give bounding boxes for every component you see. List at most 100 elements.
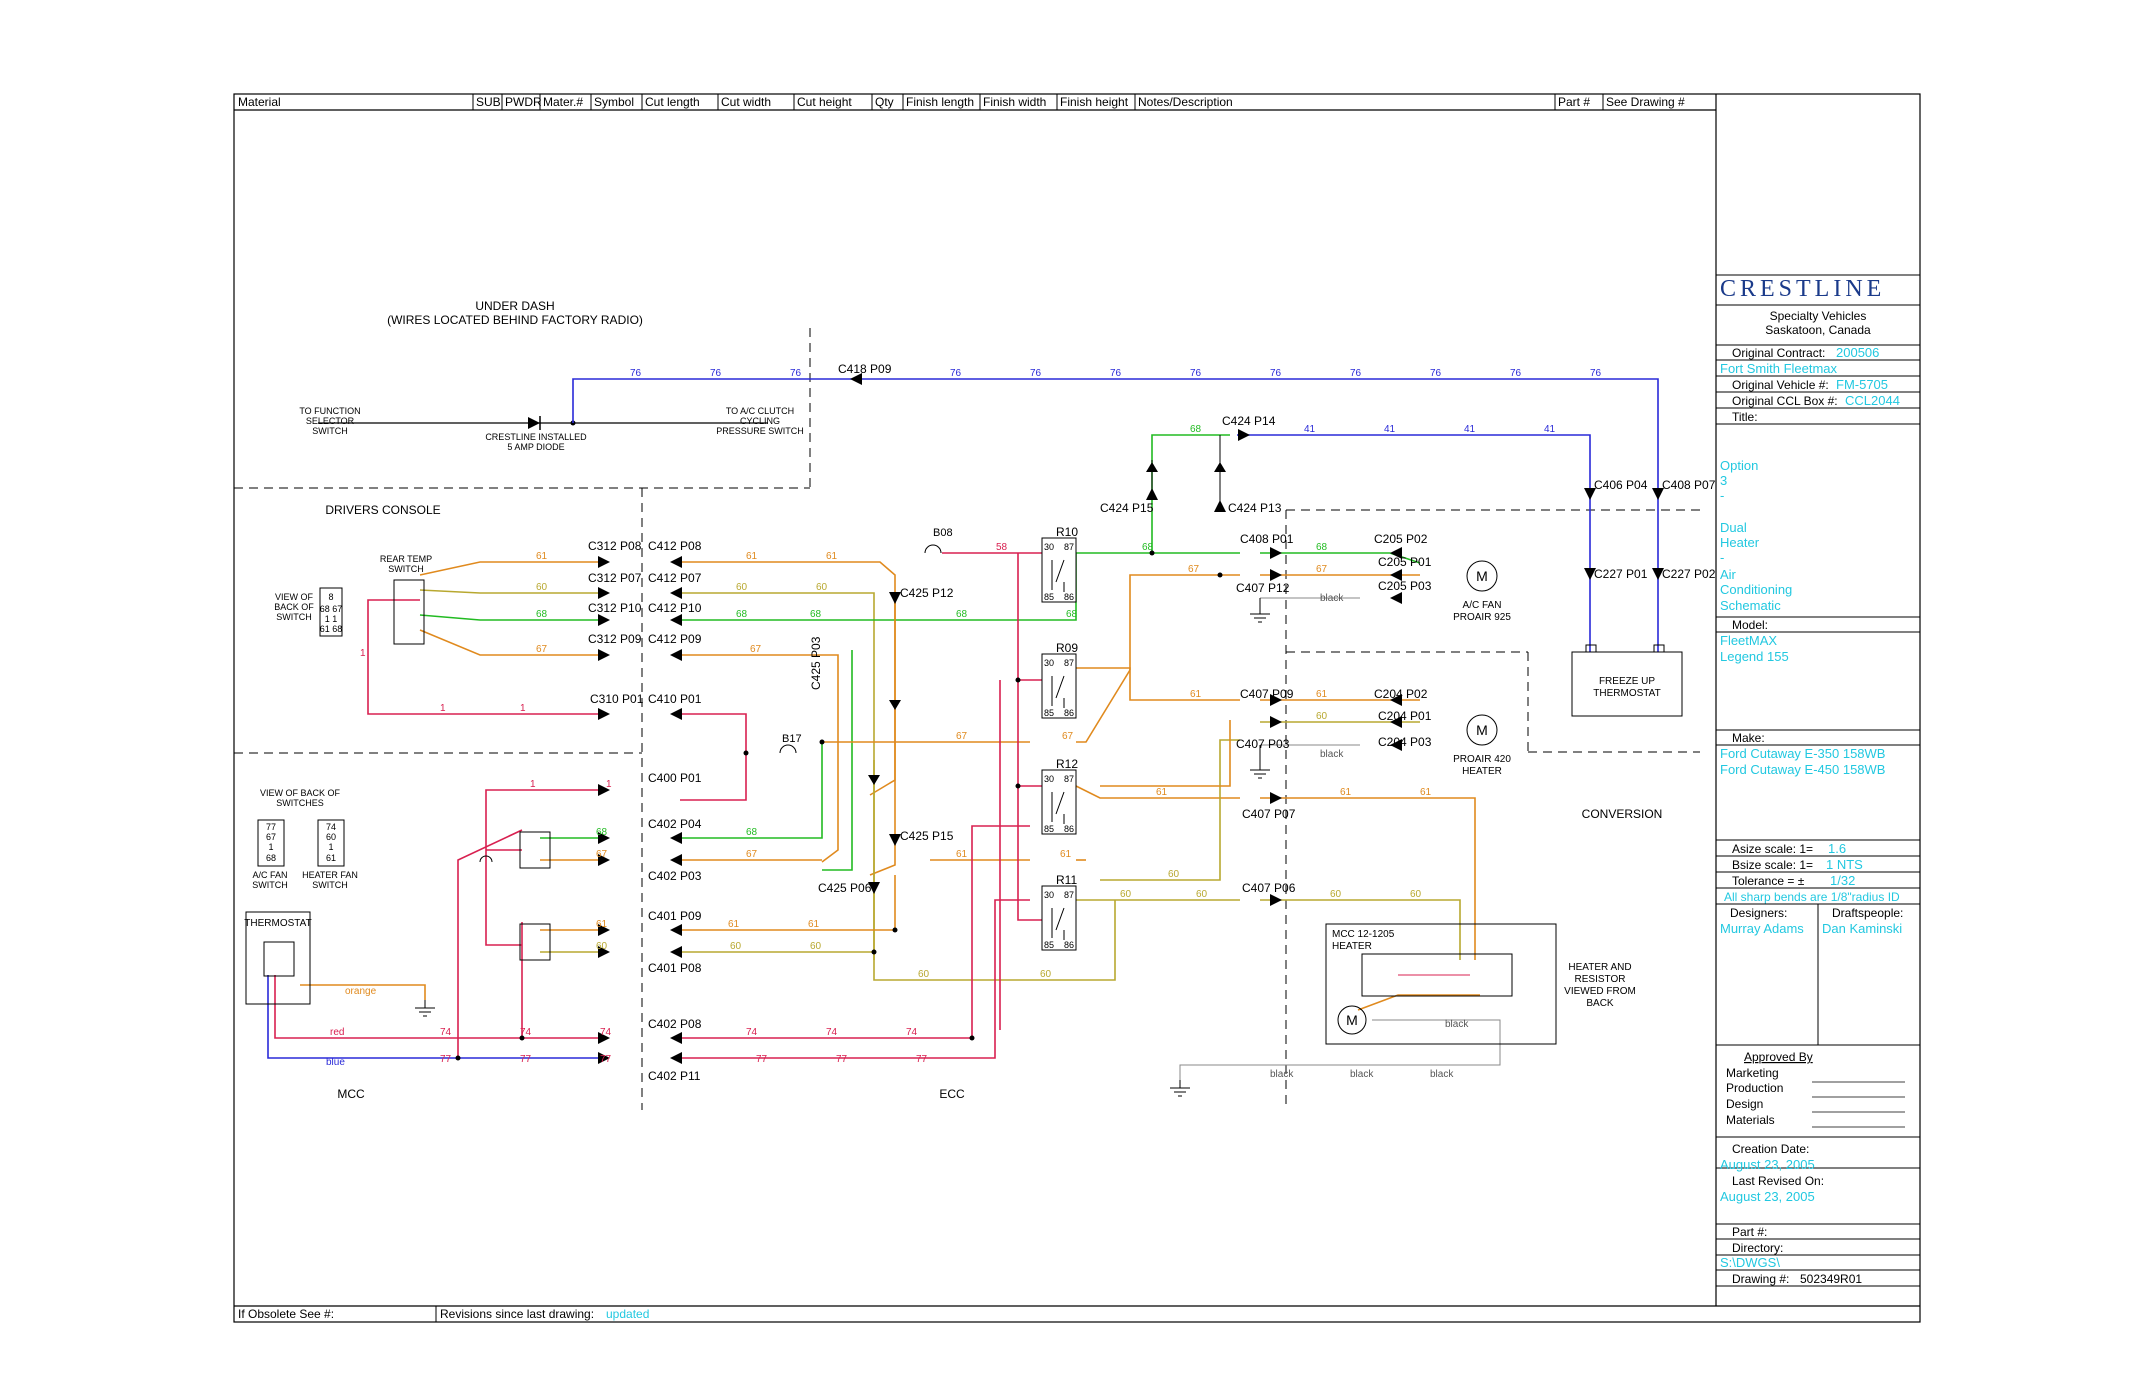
ccl-value: CCL2044 [1845, 393, 1900, 408]
header-cut-width: Cut width [721, 95, 771, 109]
wire-number: 68 [596, 827, 608, 838]
connector-label: C204 P02 [1374, 687, 1428, 701]
wire-number: 67 [1188, 564, 1200, 575]
wire-68-c425 [822, 650, 853, 871]
directory-label: Directory: [1732, 1241, 1783, 1255]
title-line: Schematic [1720, 598, 1781, 613]
pin-label: 74 [326, 822, 336, 832]
relay-pin: 30 [1044, 658, 1054, 668]
wire-blue [267, 975, 600, 1059]
pin-label: 1 [328, 842, 333, 852]
connector-label: C227 P01 [1594, 567, 1648, 581]
ac-fan-switch-back-view [257, 819, 285, 867]
connector-label: C412 P09 [648, 632, 702, 646]
wire-number: 74 [520, 1027, 532, 1038]
wire-number: 76 [1110, 368, 1122, 379]
black-label: black [1430, 1069, 1454, 1080]
relay-pin: 87 [1064, 890, 1074, 900]
wire-1-rear [367, 599, 600, 715]
heater-fan-switch-label: SWITCH [312, 880, 348, 890]
black-label: black [1320, 593, 1344, 604]
heater-label: HEATER [1462, 766, 1502, 777]
relay-r11-box [1041, 885, 1077, 951]
wire-number: 74 [746, 1027, 758, 1038]
relay-r09-box [1041, 653, 1077, 719]
connector-label: C401 P09 [648, 909, 702, 923]
header-labels: Material SUB PWDR Mater.# Symbol Cut len… [238, 95, 1685, 109]
wire-number: 61 [1316, 689, 1328, 700]
approval-design: Design [1726, 1097, 1763, 1111]
wire-number: 76 [950, 368, 962, 379]
wire-number: 60 [816, 582, 828, 593]
wire-number: 60 [1120, 889, 1132, 900]
fleet-name: Fort Smith Fleetmax [1720, 361, 1838, 376]
diode-label: 5 AMP DIODE [507, 442, 564, 452]
heater-element [1361, 953, 1513, 997]
header-pwdr: PWDR [505, 95, 542, 109]
connector-label: C402 P04 [648, 817, 702, 831]
mcc-label: MCC [337, 1087, 365, 1101]
header-see-drawing: See Drawing # [1606, 95, 1685, 109]
wire-number: 77 [520, 1054, 532, 1065]
approval-marketing: Marketing [1726, 1066, 1779, 1080]
connector-label: C402 P03 [648, 869, 702, 883]
pin-label: 61 [326, 853, 336, 863]
connector-label: C205 P01 [1378, 555, 1432, 569]
under-dash-label: UNDER DASH [475, 299, 554, 313]
heater-fan-switch-back-view [317, 819, 345, 867]
creation-label: Creation Date: [1732, 1142, 1809, 1156]
connector-label: C310 P01 [590, 692, 644, 706]
connector-label: C410 P01 [648, 692, 702, 706]
to-function-label: TO FUNCTION [299, 406, 360, 416]
wire-numbers: 76 76 76 76 76 76 76 76 76 76 76 76 41 4… [360, 368, 1602, 1065]
connector-label: C412 P10 [648, 601, 702, 615]
wire-61-c407p07 [1260, 797, 1476, 960]
connector-label: C424 P13 [1228, 501, 1282, 515]
asize-label: Asize scale: 1= [1732, 842, 1813, 856]
bsize-label: Bsize scale: 1= [1732, 858, 1813, 872]
splices [479, 544, 942, 863]
connector-label: C407 P09 [1240, 687, 1294, 701]
resistor-label: RESISTOR [1575, 974, 1626, 985]
relay-pin: 86 [1064, 592, 1074, 602]
vehicle-value: FM-5705 [1836, 377, 1888, 392]
black-label: black [1320, 749, 1344, 760]
relay-pin: 30 [1044, 542, 1054, 552]
wire-number: 76 [1430, 368, 1442, 379]
connector-label: C425 P12 [900, 586, 954, 600]
connector-label: C425 P06 [818, 881, 872, 895]
designers-label: Designers: [1730, 906, 1787, 920]
to-ac-clutch-label: CYCLING [740, 416, 780, 426]
wire-60-c407p06 [1260, 899, 1461, 960]
component-labels: REAR TEMP SWITCH VIEW OF BACK OF SWITCH … [244, 527, 1660, 1080]
motor-symbol: M [1476, 568, 1488, 584]
connector-label: C412 P07 [648, 571, 702, 585]
freeze-up-label: FREEZE UP [1599, 676, 1655, 687]
view-back-label: VIEW OF [275, 592, 314, 602]
ac-fan-label: PROAIR 925 [1453, 612, 1511, 623]
model-label: Model: [1732, 618, 1768, 632]
thermostat-label: THERMOSTAT [244, 918, 311, 929]
components [245, 560, 1683, 1045]
company-line2: Saskatoon, Canada [1765, 323, 1871, 337]
wire-number: 67 [746, 849, 758, 860]
relay-r12-box [1041, 769, 1077, 835]
black-label: black [1445, 1019, 1469, 1030]
wire-number: 60 [730, 941, 742, 952]
wire-number: 76 [1030, 368, 1042, 379]
wire-number: 61 [728, 919, 740, 930]
relay-pin: 86 [1064, 824, 1074, 834]
wire-68-rear [419, 614, 600, 621]
wires [267, 378, 1659, 1080]
switch-pin-labels: 8 68 67 1 1 61 68 77 67 1 68 74 60 1 61 [266, 592, 342, 863]
relay-labels: R10 R09 R12 R11 30 87 85 86 30 87 85 86 … [1044, 525, 1078, 950]
asize-value: 1.6 [1828, 841, 1846, 856]
pin-label: 1 [268, 842, 273, 852]
resistor-label: HEATER AND [1568, 962, 1631, 973]
wire-number: 60 [1330, 889, 1342, 900]
wire-number: 68 [1066, 609, 1078, 620]
pin-label: 77 [266, 822, 276, 832]
mcc-heater-label: HEATER [1332, 941, 1372, 952]
rear-temp-switch-body [393, 579, 425, 645]
